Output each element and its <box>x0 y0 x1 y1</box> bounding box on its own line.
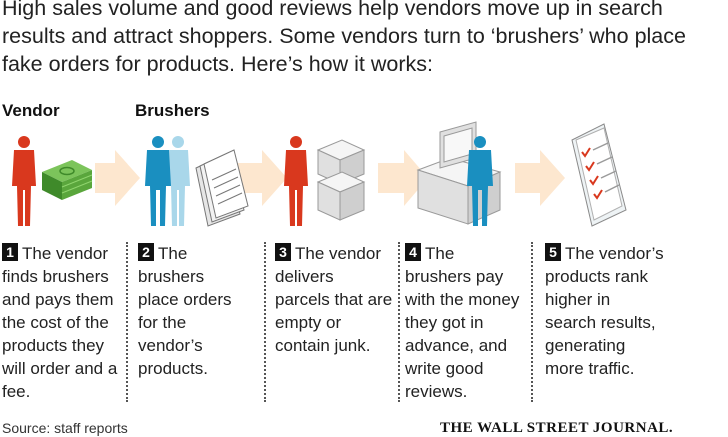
step-number: 4 <box>405 243 421 261</box>
step-divider <box>398 242 400 402</box>
intro-text: High sales volume and good reviews help … <box>2 0 686 76</box>
brusher-figures-icon <box>145 136 190 226</box>
cash-stack-icon <box>42 160 93 200</box>
vendor-figure-icon <box>12 136 36 226</box>
order-forms-icon <box>195 149 249 227</box>
reviews-list-icon <box>571 123 627 227</box>
source-note: Source: staff reports <box>2 420 128 436</box>
step-number: 3 <box>275 243 291 261</box>
step-divider <box>126 242 128 402</box>
brushers-label: Brushers <box>135 101 210 120</box>
process-illustration <box>12 121 627 227</box>
step-text: The vendor finds brushers and pays them … <box>2 244 118 401</box>
step-text: The vendor delivers parcels that are emp… <box>275 244 393 355</box>
step-text: The brushers pay with the money they got… <box>405 244 520 401</box>
brusher-figure-icon <box>467 136 493 226</box>
step-divider <box>264 242 266 402</box>
step-text: The brushers place orders for the vendor… <box>138 244 232 378</box>
vendor-figure-icon <box>284 136 308 226</box>
step-text: The vendor’s products rank higher in sea… <box>545 244 664 378</box>
parcels-icon <box>316 139 366 221</box>
step-number: 5 <box>545 243 561 261</box>
step-number: 1 <box>2 243 18 261</box>
publication-masthead: THE WALL STREET JOURNAL. <box>440 420 674 436</box>
vendor-label: Vendor <box>2 101 60 120</box>
step-number: 2 <box>138 243 154 261</box>
flow-arrow-icon <box>95 150 565 206</box>
step-divider <box>531 242 533 402</box>
